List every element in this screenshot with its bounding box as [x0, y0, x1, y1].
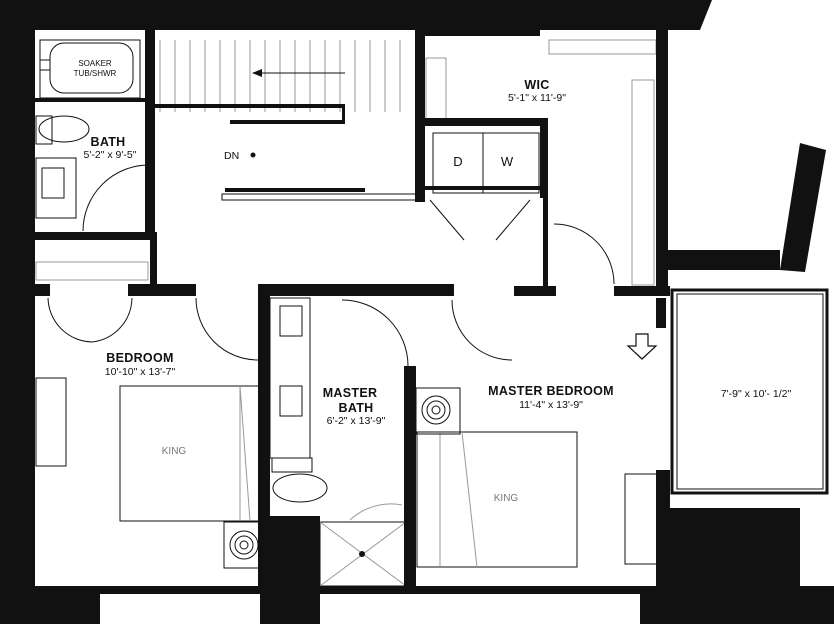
tub-label-1: SOAKER [78, 59, 112, 68]
bed-1-label: KING [162, 446, 187, 457]
stairs [155, 40, 419, 201]
stairs-down-label: DN [224, 150, 239, 162]
door-swings [47, 164, 615, 521]
dryer-label: D [453, 154, 462, 169]
bedroom-dims: 10'-10" x 13'-7" [105, 366, 176, 378]
tub-label-2: TUB/SHWR [74, 69, 117, 78]
master-bath-dims: 6'-2" x 13'-9" [327, 415, 386, 427]
bed-2-label: KING [494, 493, 519, 504]
master-bedroom-name: MASTER BEDROOM [488, 384, 614, 398]
wardrobe-bedroom [35, 261, 149, 281]
master-bedroom-dims: 11'-4" x 13'-9" [519, 399, 583, 411]
master-vanity [269, 297, 311, 459]
vanity-bath [35, 157, 77, 219]
balcony-deck [670, 288, 829, 495]
master-bath-name-1: MASTER [323, 386, 378, 400]
wic-name: WIC [524, 78, 549, 92]
toilet-bath [35, 115, 90, 145]
master-bath-name-2: BATH [339, 401, 374, 415]
shower [319, 521, 407, 587]
master-toilet [271, 457, 328, 503]
wic-dims: 5'-1" x 11'-9" [508, 92, 566, 104]
bed-king-1 [119, 385, 264, 522]
washer-label: W [501, 154, 514, 169]
bedroom-name: BEDROOM [106, 351, 173, 365]
balcony-dims: 7'-9" x 10'- 1/2" [721, 388, 792, 400]
washer-dryer [432, 132, 540, 194]
bath-name: BATH [91, 135, 126, 149]
bath-dims: 5'-2" x 9'-5" [84, 149, 137, 161]
bed-king-2 [416, 431, 578, 568]
entry-arrow-icon [626, 333, 658, 360]
